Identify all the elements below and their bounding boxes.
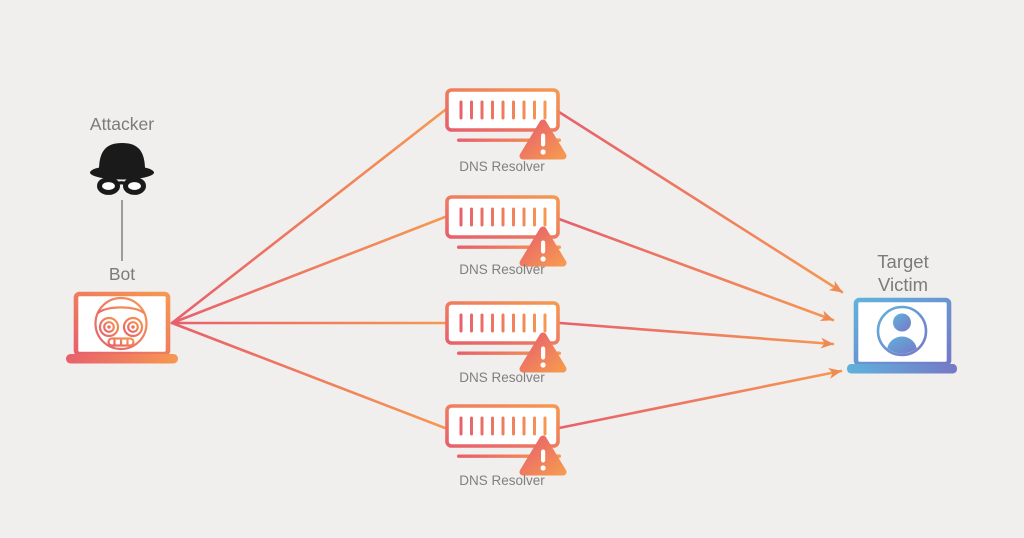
- dns-resolver-3-server-icon: [447, 303, 563, 369]
- dns-resolver-1-label: DNS Resolver: [459, 159, 545, 174]
- resolver-to-victim-arrows: [557, 110, 844, 430]
- attacker-label: Attacker: [89, 114, 155, 134]
- resolver-1-to-victim-arrow: [557, 110, 844, 294]
- bot-to-resolver-2-line: [170, 215, 447, 325]
- dns-resolver-4-server-icon: [447, 406, 563, 472]
- target-victim-label: Target Victim: [877, 250, 928, 296]
- resolver-2-to-victim-arrow: [557, 217, 835, 322]
- bot-to-resolver-1-line: [170, 108, 447, 325]
- resolver-3-to-victim-arrow: [558, 321, 835, 349]
- spy-hat-mask-icon: [90, 143, 154, 195]
- bot-to-resolver-4-line: [170, 321, 447, 430]
- bot-label: Bot: [108, 264, 136, 284]
- robot-laptop-icon: [66, 291, 178, 364]
- resolver-4-to-victim-arrow: [557, 368, 843, 430]
- target-victim-label-line2: Victim: [877, 274, 929, 295]
- user-laptop-icon: [847, 297, 957, 374]
- dns-resolver-2-server-icon: [447, 197, 563, 263]
- target-victim-label-line1: Target: [877, 251, 929, 272]
- dns-resolver-3-label: DNS Resolver: [459, 370, 545, 385]
- person-icon: [876, 305, 928, 357]
- bot-to-resolver-lines: [170, 108, 447, 430]
- dns-resolver-1-server-icon: [447, 90, 563, 156]
- robot-face-icon: [94, 296, 148, 351]
- dns-resolver-4-label: DNS Resolver: [459, 473, 545, 488]
- dns-resolver-2-label: DNS Resolver: [459, 262, 545, 277]
